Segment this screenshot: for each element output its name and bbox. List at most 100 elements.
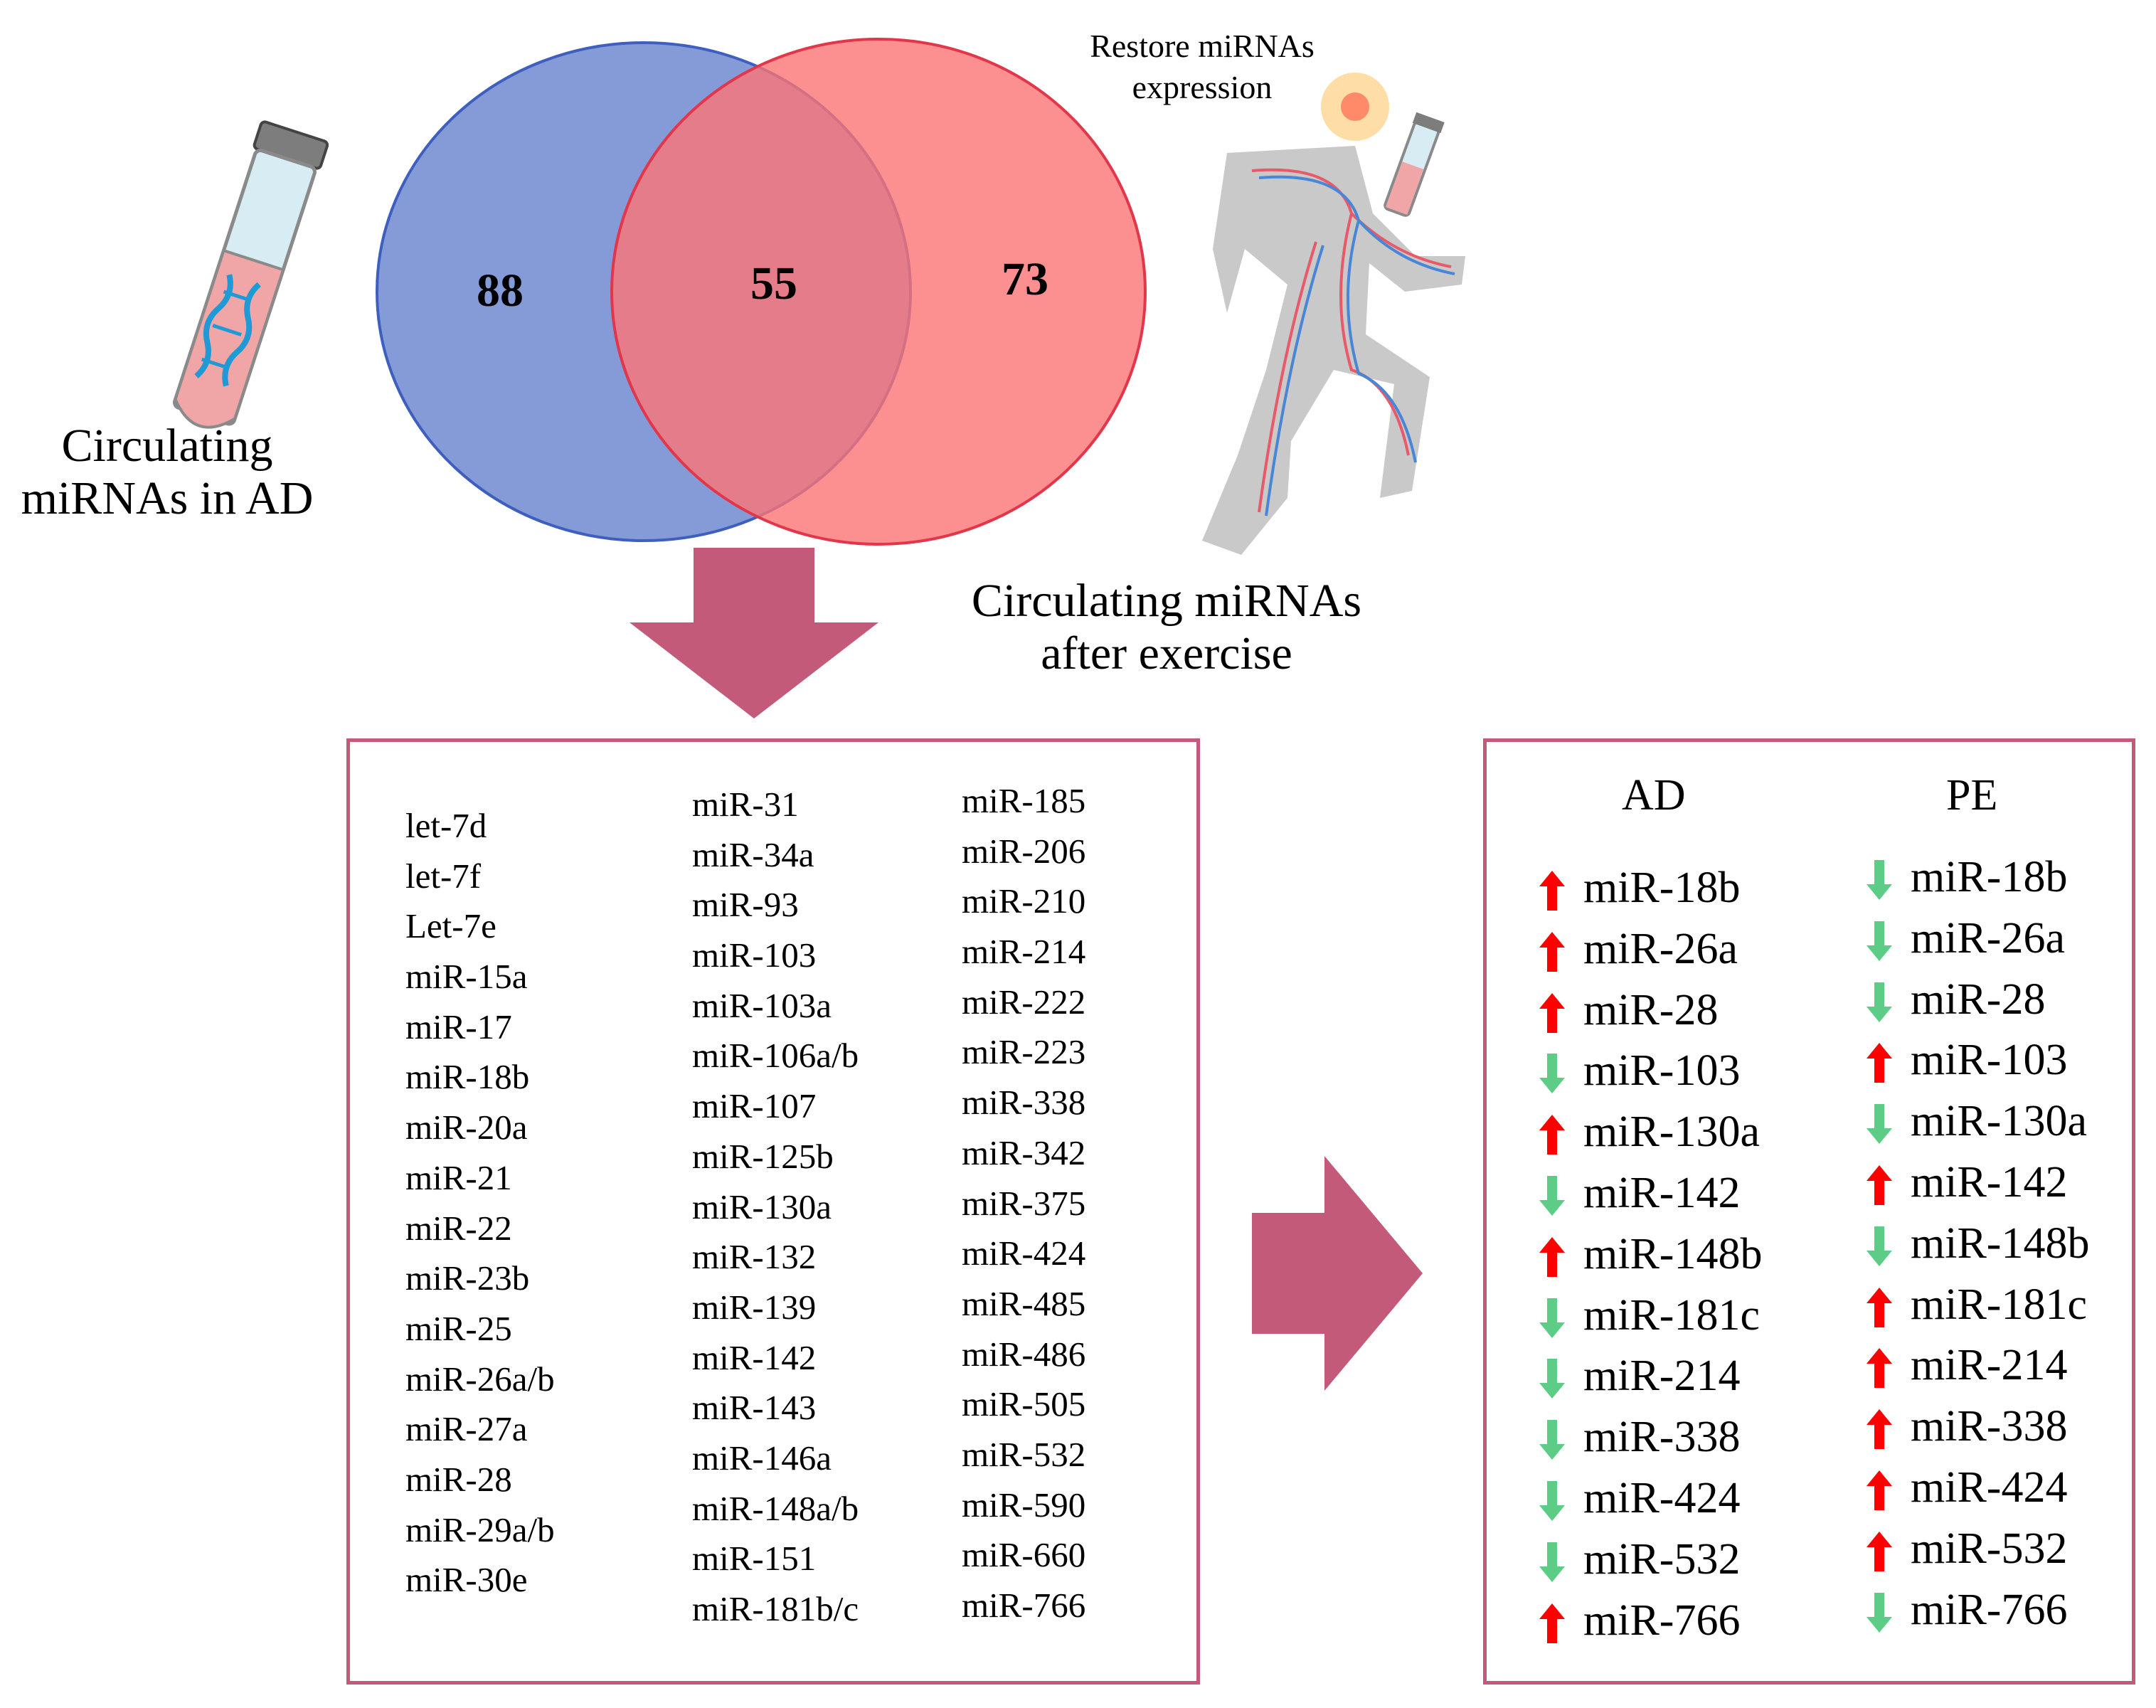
mirna-item: miR-185	[962, 781, 1086, 820]
up-arrow-icon	[1539, 871, 1565, 911]
regulation-mirna-name: miR-338	[1583, 1413, 1741, 1462]
regulation-mirna-name: miR-142	[1911, 1158, 2068, 1206]
regulation-mirna-name: miR-103	[1911, 1036, 2068, 1085]
mirna-item: miR-206	[962, 831, 1086, 871]
mirna-item: miR-26a/b	[405, 1359, 555, 1399]
ad-label-line2: miRNAs in AD	[21, 472, 314, 524]
up-arrow-icon	[1866, 1165, 1892, 1205]
mirna-item: miR-485	[962, 1283, 1086, 1323]
overlap-count: 55	[750, 258, 797, 309]
right-arrow	[1252, 1156, 1423, 1391]
mirna-item: miR-130a	[692, 1187, 832, 1226]
ad-only-count: 88	[477, 265, 524, 317]
regulation-mirna-name: miR-18b	[1911, 853, 2068, 901]
mirna-item: miR-375	[962, 1183, 1086, 1223]
mirna-item: miR-222	[962, 982, 1086, 1022]
mirna-item: miR-103a	[692, 985, 832, 1025]
regulation-mirna-name: miR-181c	[1583, 1290, 1760, 1340]
mirna-item: miR-766	[962, 1586, 1086, 1625]
pe-column-header: PE	[1946, 771, 1998, 819]
up-arrow-icon	[1866, 1531, 1892, 1571]
exercise-only-count: 73	[1002, 253, 1048, 305]
exercise-venn-circle	[610, 38, 1147, 546]
down-arrow-icon	[1539, 1420, 1565, 1460]
regulation-mirna-name: miR-28	[1583, 985, 1719, 1034]
mirna-item: miR-28	[405, 1459, 512, 1499]
mirna-item: miR-125b	[692, 1136, 834, 1176]
mirna-item: miR-590	[962, 1485, 1086, 1524]
down-arrow-icon	[1539, 1481, 1565, 1521]
up-arrow-icon	[1539, 931, 1565, 972]
down-arrow-icon	[1866, 1104, 1892, 1145]
mirna-item: miR-660	[962, 1535, 1086, 1575]
regulation-mirna-name: miR-18b	[1583, 864, 1741, 912]
mirna-item: miR-342	[962, 1133, 1086, 1172]
regulation-mirna-name: miR-26a	[1583, 924, 1738, 973]
mirna-item: miR-139	[692, 1287, 817, 1327]
down-arrow-icon	[1539, 1359, 1565, 1399]
mirna-item: miR-27a	[405, 1409, 528, 1449]
mirna-item: miR-22	[405, 1208, 512, 1248]
mirna-item: miR-142	[692, 1337, 817, 1377]
mirna-item: miR-17	[405, 1007, 512, 1046]
mirna-item: miR-210	[962, 881, 1086, 921]
mirna-item: miR-146a	[692, 1438, 832, 1478]
up-arrow-icon	[1866, 1287, 1892, 1327]
down-arrow-icon	[1866, 1592, 1892, 1633]
mirna-item: miR-486	[962, 1334, 1086, 1374]
regulation-mirna-name: miR-424	[1583, 1474, 1741, 1522]
regulation-mirna-name: miR-130a	[1583, 1108, 1760, 1157]
mirna-item: miR-223	[962, 1032, 1086, 1072]
down-arrow-icon	[1539, 1176, 1565, 1216]
down-arrow-icon	[1539, 1054, 1565, 1094]
mirna-item: miR-29a/b	[405, 1510, 555, 1549]
exercise-label-line1: Circulating miRNAs	[971, 575, 1362, 627]
ad-column-header: AD	[1622, 771, 1686, 819]
test-tube-icon	[172, 120, 329, 429]
regulation-mirna-name: miR-148b	[1911, 1219, 2090, 1268]
regulation-mirna-name: miR-424	[1911, 1463, 2068, 1512]
mirna-item: miR-31	[692, 785, 799, 824]
regulation-mirna-name: miR-28	[1911, 975, 2046, 1024]
mirna-item: miR-143	[692, 1388, 817, 1428]
down-arrow-icon	[1866, 1226, 1892, 1266]
mirna-item: miR-532	[962, 1434, 1086, 1474]
restore-label-line1: Restore miRNAs	[1090, 28, 1315, 64]
regulation-mirna-name: miR-532	[1911, 1524, 2068, 1573]
up-arrow-icon	[1866, 1348, 1892, 1389]
mirna-item: Let-7e	[405, 906, 496, 946]
exercise-label-line2: after exercise	[1041, 627, 1292, 679]
mirna-item: miR-18b	[405, 1057, 530, 1097]
mirna-item: miR-93	[692, 885, 799, 925]
mirna-item: miR-132	[692, 1237, 817, 1277]
mirna-item: miR-181b/c	[692, 1589, 859, 1628]
restore-label-line2: expression	[1132, 68, 1273, 105]
mirna-item: miR-21	[405, 1157, 512, 1197]
mirna-item: miR-103	[692, 935, 817, 975]
regulation-mirna-name: miR-532	[1583, 1534, 1741, 1584]
up-arrow-icon	[1866, 1043, 1892, 1083]
regulation-mirna-name: miR-130a	[1911, 1097, 2087, 1146]
mirna-item: miR-15a	[405, 957, 528, 997]
regulation-mirna-name: miR-766	[1911, 1585, 2068, 1634]
mirna-item: miR-23b	[405, 1258, 530, 1298]
up-arrow-icon	[1539, 1603, 1565, 1643]
ad-label: Circulating miRNAs in AD	[0, 420, 334, 525]
mirna-item: miR-148a/b	[692, 1488, 859, 1528]
common-mirna-column-2: miR-31 miR-34a miR-93 miR-103 miR-103a miR-10…	[692, 780, 859, 1635]
mirna-item: miR-107	[692, 1086, 817, 1126]
regulation-mirna-name: miR-142	[1583, 1169, 1741, 1217]
up-arrow-icon	[1866, 1470, 1892, 1510]
regulation-mirna-name: miR-766	[1583, 1596, 1741, 1645]
mirna-item: miR-106a/b	[692, 1036, 859, 1076]
mirna-item: miR-25	[405, 1308, 512, 1348]
regulation-mirna-name: miR-148b	[1583, 1229, 1763, 1278]
regulation-mirna-name: miR-214	[1911, 1341, 2068, 1390]
exercise-label: Circulating miRNAs after exercise	[925, 575, 1408, 680]
mirna-item: miR-20a	[405, 1108, 528, 1147]
mirna-item: miR-34a	[692, 834, 814, 874]
